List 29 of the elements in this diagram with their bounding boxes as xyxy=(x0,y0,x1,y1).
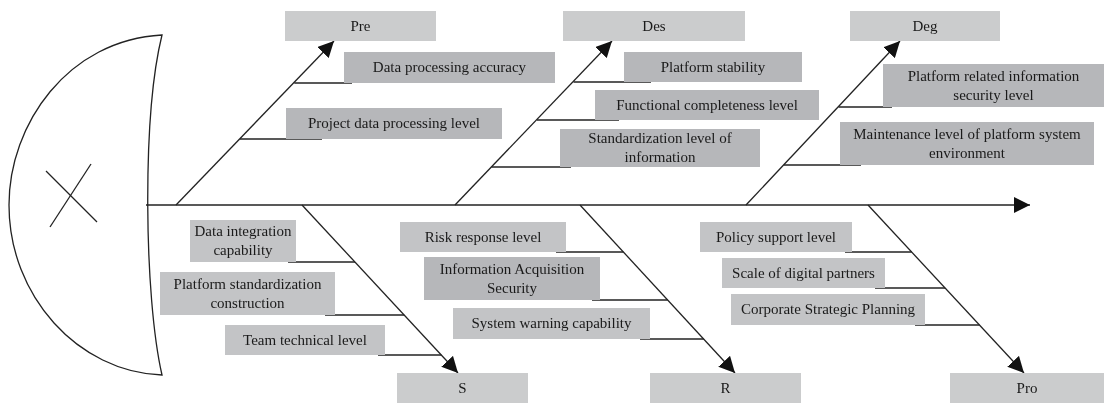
cause-box: Policy support level xyxy=(700,222,852,252)
arrow xyxy=(175,40,335,206)
cause-box: Functional completeness level xyxy=(595,90,819,120)
category-box: Deg xyxy=(850,11,1000,41)
cause-box: System warning capability xyxy=(453,308,650,339)
arrow xyxy=(745,40,901,206)
category-box: S xyxy=(397,373,528,403)
cause-box: Information Acquisition Security xyxy=(424,257,600,300)
arrow xyxy=(454,40,613,206)
cause-box: Data integration capability xyxy=(190,220,296,262)
category-box: R xyxy=(650,373,801,403)
cause-box: Scale of digital partners xyxy=(722,258,885,288)
cause-box: Project data processing level xyxy=(286,108,502,139)
cause-box: Platform related information security level xyxy=(883,64,1104,107)
cause-box: Platform stability xyxy=(624,52,802,82)
category-box: Pro xyxy=(950,373,1104,403)
arrow xyxy=(867,204,1025,374)
cause-box: Risk response level xyxy=(400,222,566,252)
cause-box: Corporate Strategic Planning xyxy=(731,294,925,325)
category-box: Pre xyxy=(285,11,436,41)
cause-box: Data processing accuracy xyxy=(344,52,555,83)
cause-box: Maintenance level of platform system environment xyxy=(840,122,1094,165)
arrow xyxy=(145,197,1031,213)
arrow xyxy=(579,204,736,374)
cause-box: Team technical level xyxy=(225,325,385,355)
category-box: Des xyxy=(563,11,745,41)
cause-box: Platform standardization construction xyxy=(160,272,335,315)
arrow xyxy=(301,204,459,374)
cause-box: Standardization level of information xyxy=(560,129,760,167)
